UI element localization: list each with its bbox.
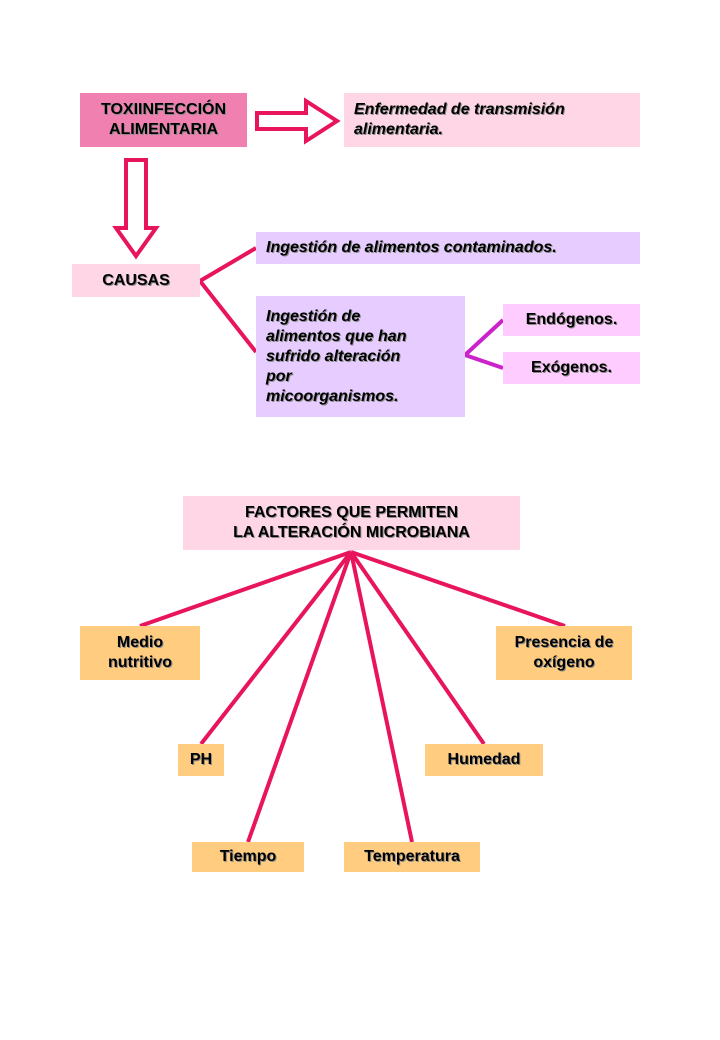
origin-endogenous-box: Endógenos. bbox=[503, 304, 640, 336]
factor-ph-box: PH bbox=[178, 744, 224, 776]
right-arrow bbox=[255, 97, 341, 145]
origin-exogenous-box: Exógenos. bbox=[503, 352, 640, 384]
factor-medio-box: Medio nutritivo bbox=[80, 626, 200, 680]
definition-box: Enfermedad de transmisión alimentaria. bbox=[344, 93, 640, 147]
factor-connector-humedad bbox=[349, 550, 486, 746]
cause-contaminated-box: Ingestión de alimentos contaminados. bbox=[256, 232, 640, 264]
causas-box: CAUSAS bbox=[72, 264, 200, 297]
factor-humedad-box: Humedad bbox=[425, 744, 543, 776]
factor-connector-tiempo bbox=[246, 551, 353, 843]
factor-connector-oxigeno bbox=[350, 550, 566, 628]
factor-temperatura-box: Temperatura bbox=[344, 842, 480, 872]
factor-connector-medio bbox=[139, 550, 352, 628]
causas-connector-1 bbox=[198, 246, 258, 283]
cause-altered-box: Ingestión de alimentos que han sufrido a… bbox=[256, 296, 465, 417]
toxiinfeccion-box: TOXIINFECCIÓN ALIMENTARIA bbox=[80, 93, 247, 147]
factores-title-box: FACTORES QUE PERMITEN LA ALTERACIÓN MICR… bbox=[183, 496, 520, 550]
factor-tiempo-box: Tiempo bbox=[192, 842, 304, 872]
factor-connector-temperatura bbox=[349, 551, 414, 843]
down-arrow bbox=[112, 158, 160, 260]
origin-connector-1 bbox=[463, 318, 505, 357]
factor-oxigeno-box: Presencia de oxígeno bbox=[496, 626, 632, 680]
causas-connector-2 bbox=[198, 279, 258, 354]
origin-connector-2 bbox=[464, 353, 504, 370]
factor-connector-ph bbox=[199, 550, 353, 746]
